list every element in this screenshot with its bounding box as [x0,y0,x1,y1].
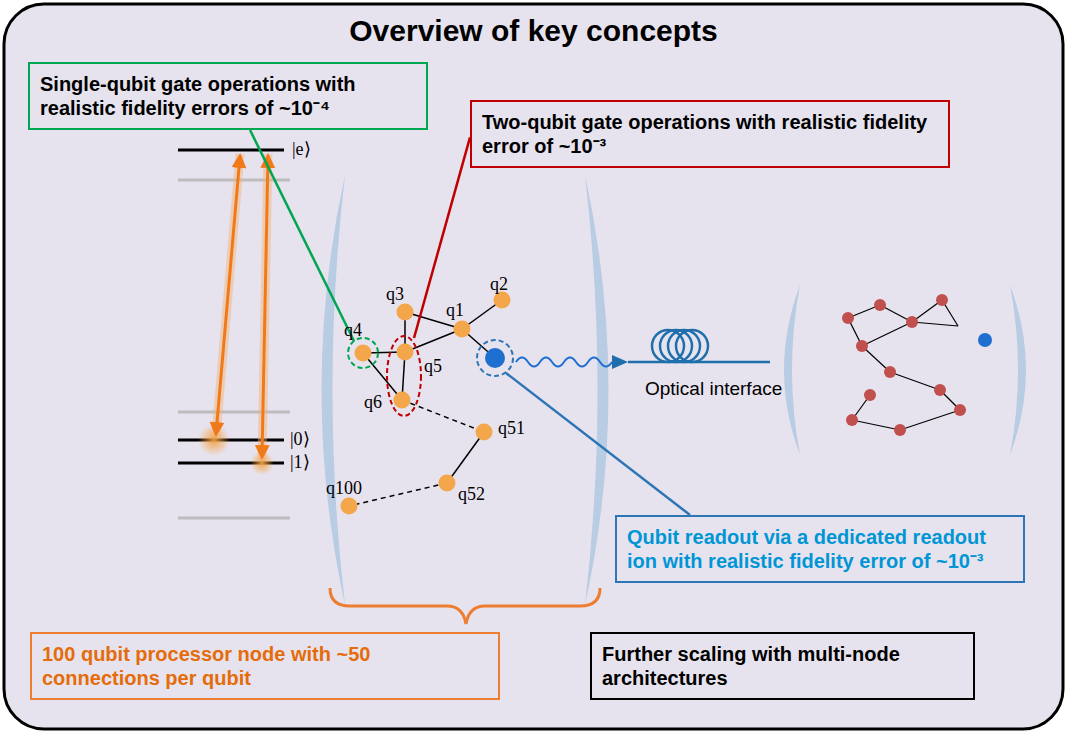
leader-line [414,137,470,338]
node-mirror [1010,285,1026,455]
graph-edge [890,372,940,390]
qubit-label: q6 [364,392,382,413]
qubit-dot [934,384,946,396]
graph-edge [405,329,462,352]
state-label: |e⟩ [292,138,311,160]
qubit-dot [936,294,948,306]
qubit-dot [454,321,471,338]
qubit-dot [856,340,868,352]
title: Overview of key concepts [0,14,1067,48]
node-callout: 100 qubit processor node with ~50 connec… [30,632,500,700]
laser-arrow [262,156,268,457]
highlight-ring [348,338,378,368]
leader-line [250,130,354,341]
qubit-dot [341,498,358,515]
qubit-dot [397,304,414,321]
graph-edge [349,483,447,506]
state-label: |1⟩ [290,451,310,473]
highlight-ring [477,340,513,376]
qubit-dot [954,404,966,416]
state-label: |0⟩ [290,428,310,450]
callout-text: Two-qubit gate operations with realistic… [482,110,938,158]
callout-text: Single-qubit gate operations with realis… [40,72,416,120]
callout-text: 100 qubit processor node with ~50 connec… [42,642,488,690]
qubit-dot [864,389,876,401]
readout-dot [485,348,505,368]
qubit-label: q3 [386,284,404,305]
laser-glow [216,154,240,436]
qubit-dot [846,414,858,426]
qubit-label: q4 [344,320,362,341]
laser-arrow [216,156,240,434]
laser-glow [262,154,268,459]
graph-edge [862,322,912,346]
qubit-dot [874,299,886,311]
frame [4,4,1063,729]
graph-edge [900,410,960,430]
level-line [178,439,284,442]
qubit-dot [355,345,372,362]
qubit-dot [842,312,854,324]
optical-fiber [628,330,770,362]
highlight-ring [387,336,421,416]
graph-edge [852,420,900,430]
level-line [178,411,290,414]
cavity-mirror [585,175,609,605]
interface-label: Optical interface [645,378,782,400]
qubit-label: q52 [458,484,485,505]
qubit-dot [906,316,918,328]
curly-brace [330,588,600,624]
level-line [178,149,284,152]
qubit-dot [894,424,906,436]
qubit-label: q1 [446,300,464,321]
qubit-dot [439,475,456,492]
qubit-label: q2 [490,274,508,295]
level-line [178,517,290,520]
remote-graph [848,300,960,430]
graph-edge [447,432,484,483]
fiber-coil [676,330,708,362]
qubit-dot [397,344,414,361]
photon-wave [516,358,612,367]
readout-callout: Qubit readout via a dedicated readout io… [615,515,1025,583]
arrow-head [612,355,628,369]
cavity-mirror [322,175,346,605]
qubit-dots [341,292,511,515]
qubit-label: q100 [326,478,362,499]
remote-dots [842,294,966,436]
qubit-dot [476,424,493,441]
graph-edge [912,322,958,326]
qubit-dot [884,366,896,378]
callout-text: Qubit readout via a dedicated readout io… [627,525,1013,573]
callout-text: Further scaling with multi-node architec… [602,642,963,690]
qubit-dot [494,292,511,309]
fiber-coil [668,330,700,362]
gate-callout: Two-qubit gate operations with realistic… [470,100,950,168]
node-mirror [784,285,800,455]
readout-dot [978,333,992,347]
qubit-dot [394,392,411,409]
graph-edge [402,400,484,432]
gate-callout: Single-qubit gate operations with realis… [28,62,428,130]
qubit-label: q5 [424,356,442,377]
qubit-label: q51 [498,418,525,439]
scaling-callout: Further scaling with multi-node architec… [590,632,975,700]
qubit-graph [349,300,502,506]
